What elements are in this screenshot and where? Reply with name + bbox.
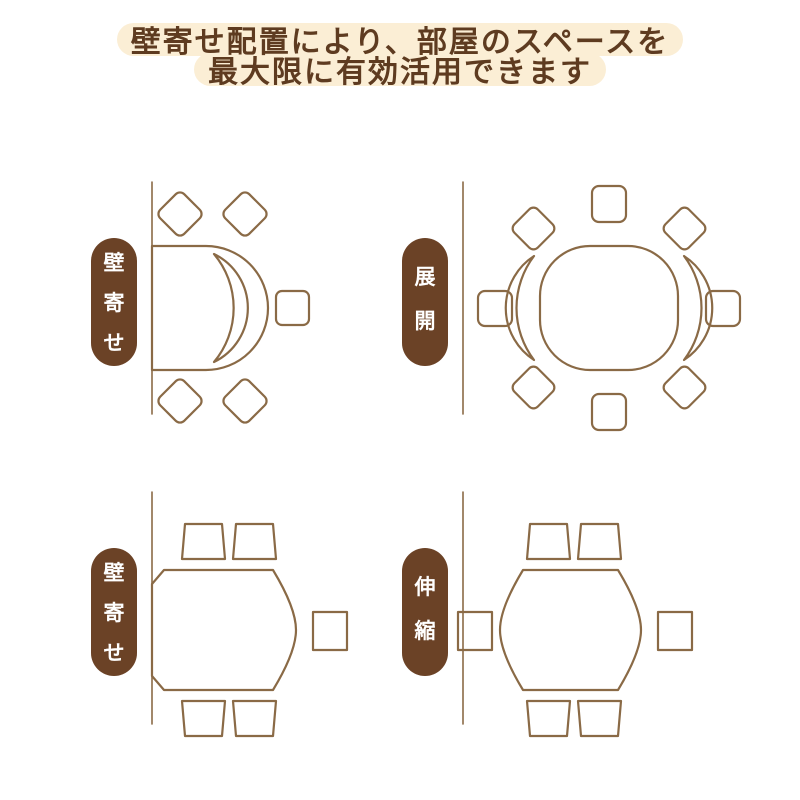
chair-bottom-right (576, 699, 623, 738)
chair-top (590, 184, 628, 224)
chair-bottom (590, 392, 628, 432)
chair-bottom-right (662, 365, 707, 410)
chair-top-left (511, 206, 556, 251)
chair-top-right (231, 522, 278, 561)
tag-char-2: 寄 (104, 291, 125, 315)
heading-line-2: 最大限に有効活用できます (194, 53, 606, 90)
chair-top-right (662, 206, 707, 251)
chair-bottom-left (180, 699, 227, 738)
panel-oval-table-wall: 壁 寄 せ (0, 478, 400, 788)
tag-char-1: 壁 (104, 251, 125, 275)
panel-tag-expanded: 展 開 (402, 238, 448, 366)
panel-tag-wall-side: 壁 寄 せ (91, 548, 137, 676)
table-top (498, 568, 643, 692)
page-heading: 壁寄せ配置により、部屋のスペースを 最大限に有効活用できます (0, 23, 800, 90)
chair-top-right (222, 191, 268, 237)
chair-top-right (576, 522, 623, 561)
panel-tag-wall-side: 壁 寄 せ (91, 238, 137, 366)
tag-char-3: せ (104, 331, 125, 355)
heading-line-1: 壁寄せ配置により、部屋のスペースを (116, 23, 684, 60)
tag-char-2: 開 (415, 309, 436, 333)
chair-top-left (180, 522, 227, 561)
chair-right (274, 289, 311, 327)
chair-left (456, 610, 494, 652)
chair-right (656, 610, 694, 652)
table-drop-leaf-right (682, 254, 714, 362)
heading-line-1-text: 壁寄せ配置により、部屋のスペースを (130, 25, 670, 60)
tag-pill-background (91, 238, 137, 366)
table-drop-leaf-folded (212, 252, 249, 364)
chair-bottom-right (222, 378, 268, 424)
tag-char-2: 寄 (104, 601, 125, 625)
tag-char-1: 壁 (104, 561, 125, 585)
table-top (150, 244, 270, 372)
panel-round-table-wall: 壁 寄 せ (0, 168, 400, 478)
heading-highlight-band-2 (194, 53, 606, 86)
tag-pill-background (402, 548, 448, 676)
heading-highlight-band-1 (116, 23, 684, 56)
table-top (538, 244, 680, 372)
tag-char-1: 伸 (414, 575, 436, 599)
panel-tag-extendable: 伸 縮 (402, 548, 448, 676)
panel-oval-table-extended: 伸 縮 (400, 478, 800, 788)
chair-left (476, 289, 514, 328)
tag-pill-background (402, 238, 448, 366)
tag-char-1: 展 (415, 265, 436, 289)
chair-right (704, 289, 742, 328)
chair-top-left (525, 522, 572, 561)
heading-line-2-text: 最大限に有効活用できます (208, 55, 592, 90)
chair-top-left (157, 191, 203, 237)
tag-char-2: 縮 (414, 619, 436, 643)
table-drop-leaf-left (504, 254, 536, 362)
table-top (150, 568, 298, 692)
chair-right (311, 610, 349, 652)
layout-diagram-grid: 壁 寄 せ (0, 168, 800, 788)
tag-pill-background (91, 548, 137, 676)
chair-bottom-left (525, 699, 572, 738)
chair-bottom-left (157, 378, 203, 424)
chair-bottom-left (511, 365, 556, 410)
panel-round-table-extended: 展 開 (400, 168, 800, 478)
chair-bottom-right (231, 699, 278, 738)
tag-char-3: せ (104, 641, 125, 665)
